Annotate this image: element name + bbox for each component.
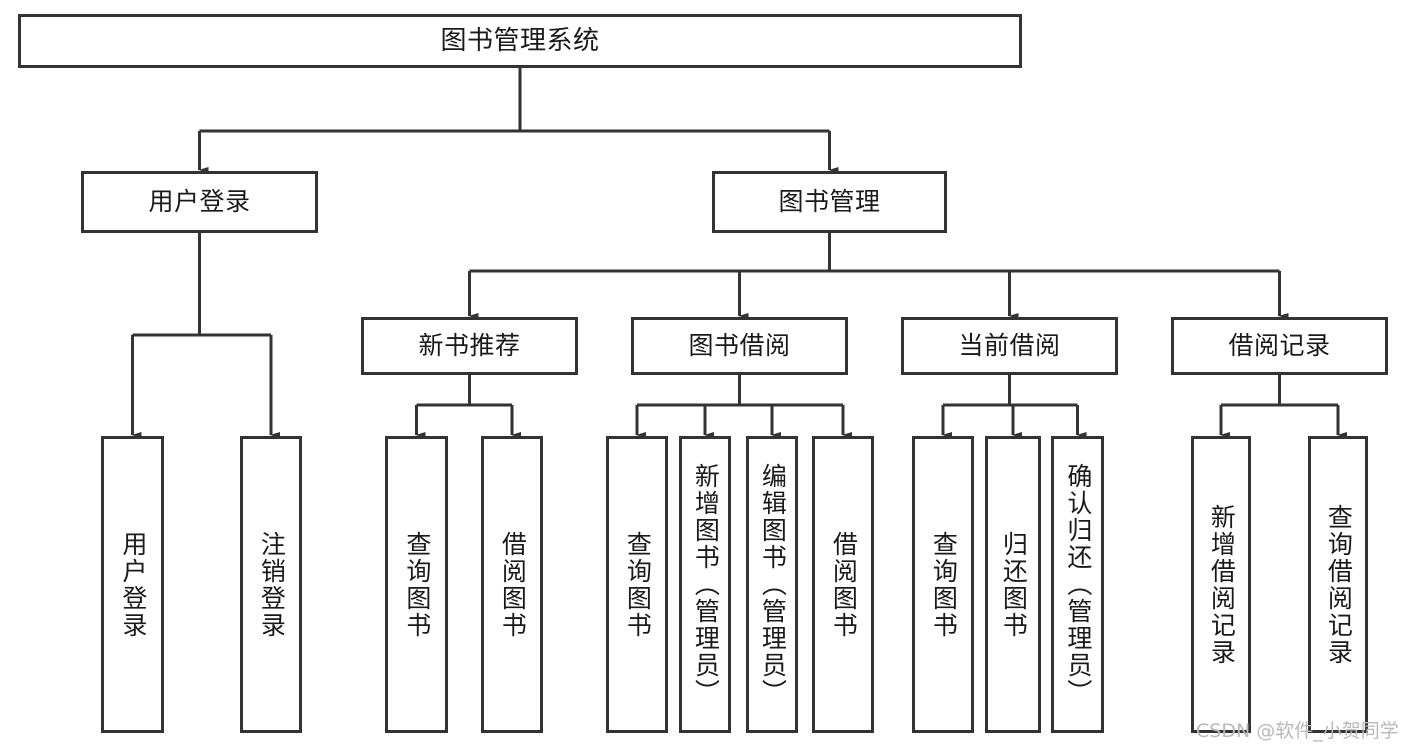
leaf-query-book-3-label: 查询图书	[929, 530, 959, 639]
leaf-add-borrow-record-label: 新增借阅记录	[1207, 503, 1237, 666]
leaf-return-book-label: 归还图书	[999, 530, 1029, 639]
node-borrow-record-label: 借阅记录	[1228, 331, 1331, 361]
node-root[interactable]: 图书管理系统	[18, 14, 1022, 68]
leaf-query-borrow-record[interactable]: 查询借阅记录	[1308, 436, 1368, 733]
leaf-confirm-return-label: 确认归还（管理员）	[1063, 463, 1093, 706]
leaf-return-book[interactable]: 归还图书	[985, 436, 1041, 733]
node-new-book-recommend[interactable]: 新书推荐	[361, 317, 578, 375]
node-book-manage-label: 图书管理	[778, 187, 881, 217]
leaf-user-login[interactable]: 用户登录	[101, 436, 164, 733]
leaf-query-book-2-label: 查询图书	[623, 530, 653, 639]
leaf-borrow-book-1-label: 借阅图书	[498, 530, 528, 639]
leaf-query-borrow-record-label: 查询借阅记录	[1324, 503, 1354, 666]
leaf-query-book-3[interactable]: 查询图书	[912, 436, 974, 733]
node-current-borrow[interactable]: 当前借阅	[901, 317, 1118, 375]
leaf-borrow-book-2[interactable]: 借阅图书	[812, 436, 874, 733]
node-current-borrow-label: 当前借阅	[958, 331, 1061, 361]
node-book-borrow-label: 图书借阅	[688, 331, 791, 361]
leaf-confirm-return[interactable]: 确认归还（管理员）	[1051, 436, 1104, 733]
node-root-label: 图书管理系统	[440, 25, 600, 56]
csdn-watermark: CSDN @软件_小贺同学	[1196, 720, 1399, 742]
node-book-borrow[interactable]: 图书借阅	[631, 317, 848, 375]
node-book-manage[interactable]: 图书管理	[712, 171, 947, 233]
node-user-login[interactable]: 用户登录	[81, 171, 318, 233]
leaf-query-book-2[interactable]: 查询图书	[606, 436, 668, 733]
leaf-logout[interactable]: 注销登录	[240, 436, 302, 733]
leaf-edit-book-label: 编辑图书（管理员）	[758, 463, 788, 706]
leaf-user-login-label: 用户登录	[118, 530, 148, 639]
leaf-edit-book[interactable]: 编辑图书（管理员）	[746, 436, 798, 733]
leaf-query-book-1[interactable]: 查询图书	[385, 436, 448, 733]
leaf-add-book[interactable]: 新增图书（管理员）	[679, 436, 731, 733]
leaf-borrow-book-2-label: 借阅图书	[829, 530, 859, 639]
node-borrow-record[interactable]: 借阅记录	[1171, 317, 1388, 375]
leaf-add-borrow-record[interactable]: 新增借阅记录	[1191, 436, 1251, 733]
leaf-borrow-book-1[interactable]: 借阅图书	[481, 436, 543, 733]
node-new-book-recommend-label: 新书推荐	[418, 331, 521, 361]
leaf-add-book-label: 新增图书（管理员）	[691, 463, 721, 706]
node-user-login-label: 用户登录	[148, 187, 251, 217]
leaf-query-book-1-label: 查询图书	[402, 530, 432, 639]
leaf-logout-label: 注销登录	[257, 530, 287, 639]
